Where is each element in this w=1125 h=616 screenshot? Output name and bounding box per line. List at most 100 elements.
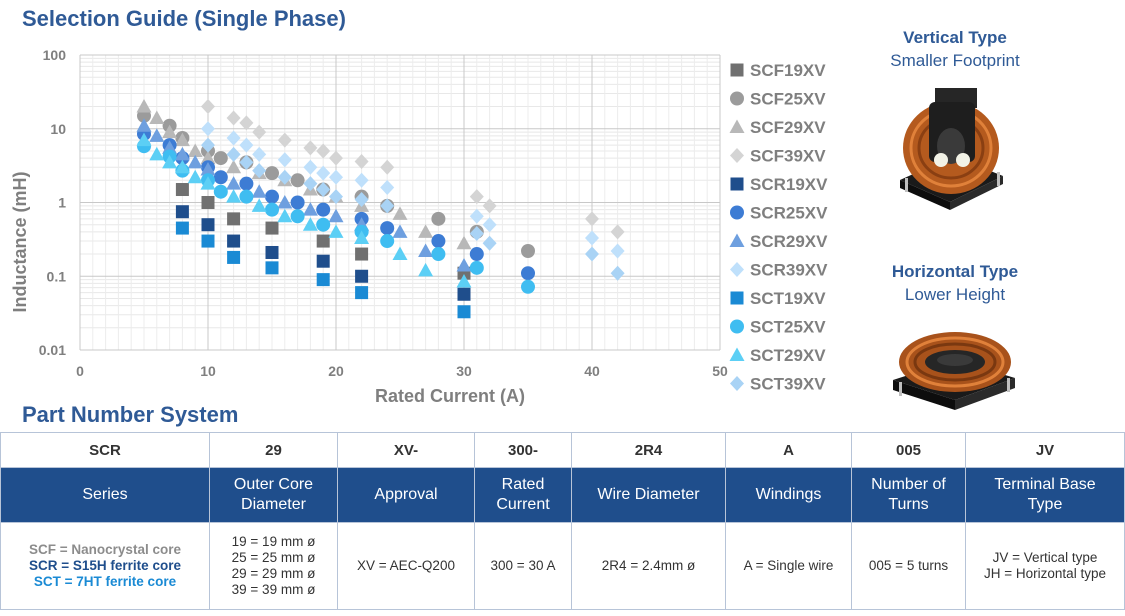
terminal-line: JH = Horizontal type xyxy=(984,566,1106,581)
legend-label: SCR39XV xyxy=(750,261,828,280)
approval-description: XV = AEC-Q200 xyxy=(337,522,475,610)
legend-label: SCR25XV xyxy=(750,204,828,223)
horizontal-inductor-image xyxy=(893,332,1015,410)
chart-legend: SCF19XVSCF25XVSCF29XVSCF39XVSCR19XVSCR25… xyxy=(729,61,828,394)
data-point xyxy=(239,176,254,191)
x-tick-label: 0 xyxy=(76,363,84,379)
code-cell: 29 xyxy=(209,432,338,468)
data-point xyxy=(302,217,318,231)
data-point xyxy=(265,202,279,217)
data-point xyxy=(418,243,434,257)
data-point xyxy=(469,260,484,275)
legend-marker xyxy=(730,91,744,106)
data-point xyxy=(187,154,203,169)
data-point xyxy=(200,176,216,190)
data-point xyxy=(482,198,497,214)
data-point xyxy=(354,153,369,169)
legend-marker xyxy=(730,205,744,220)
series-description: SCF = Nanocrystal core SCR = S15H ferrit… xyxy=(0,522,210,610)
data-point xyxy=(213,151,228,166)
legend-marker xyxy=(730,63,744,77)
data-point xyxy=(290,173,305,188)
data-point xyxy=(469,189,484,205)
data-point xyxy=(456,273,472,288)
data-point xyxy=(239,137,254,153)
data-point xyxy=(585,230,599,246)
header-text: Terminal Base xyxy=(994,476,1096,493)
data-point xyxy=(290,195,305,210)
legend-item: SCT25XV xyxy=(730,318,826,337)
series-scr: SCR = S15H ferrite core xyxy=(29,558,181,573)
data-point xyxy=(316,143,331,159)
data-point xyxy=(162,124,178,139)
data-point xyxy=(226,189,242,203)
y-tick-label: 0.1 xyxy=(47,268,67,284)
legend-label: SCF29XV xyxy=(750,118,826,137)
data-point xyxy=(277,208,293,223)
legend-label: SCT39XV xyxy=(750,375,826,394)
legend-label: SCT19XV xyxy=(750,289,826,308)
data-point xyxy=(380,198,395,214)
data-point xyxy=(277,195,293,209)
legend-label: SCF19XV xyxy=(750,61,826,80)
header-text: Number of xyxy=(871,476,946,493)
data-point xyxy=(239,115,254,131)
legend-label: SCR19XV xyxy=(750,175,828,194)
series-sct39xv xyxy=(201,137,625,281)
data-point xyxy=(329,189,343,205)
header-cell: Windings xyxy=(725,467,852,523)
legend-marker xyxy=(730,148,744,163)
data-point xyxy=(277,132,292,148)
data-point xyxy=(392,246,408,261)
header-text: Windings xyxy=(755,486,822,503)
data-point xyxy=(329,150,343,166)
legend-marker xyxy=(730,319,744,334)
data-point xyxy=(585,246,599,262)
header-text: Diameter xyxy=(241,496,306,513)
x-tick-label: 10 xyxy=(200,363,216,379)
data-point xyxy=(162,154,178,169)
data-point xyxy=(521,243,535,258)
series-scr39xv xyxy=(201,121,625,259)
header-cell: Approval xyxy=(337,467,475,523)
data-point xyxy=(201,234,215,248)
wire-diameter-description: 2R4 = 2.4mm ø xyxy=(571,522,726,610)
data-point xyxy=(418,224,434,238)
code-cell: 2R4 xyxy=(571,432,726,468)
data-point xyxy=(355,269,369,283)
data-point xyxy=(328,224,344,238)
data-point xyxy=(482,217,497,233)
y-tick-label: 10 xyxy=(50,121,66,137)
legend-marker xyxy=(729,347,745,361)
data-point xyxy=(456,257,472,272)
data-point xyxy=(380,234,395,249)
data-point xyxy=(136,118,152,132)
data-point xyxy=(316,254,330,268)
data-point xyxy=(277,152,292,168)
legend-item: SCF29XV xyxy=(729,118,826,137)
legend-item: SCR19XV xyxy=(730,175,828,194)
data-point xyxy=(392,206,408,220)
series-scf: SCF = Nanocrystal core xyxy=(29,542,181,557)
header-text: Approval xyxy=(374,486,438,503)
data-point xyxy=(149,146,165,161)
legend-label: SCT29XV xyxy=(750,346,826,365)
horizontal-type-title: Horizontal Type xyxy=(891,262,1019,281)
data-point xyxy=(175,205,189,219)
series-scf19xv xyxy=(175,183,471,280)
data-point xyxy=(213,184,228,199)
data-point xyxy=(201,196,215,209)
data-point xyxy=(200,162,216,176)
data-point xyxy=(457,305,471,319)
data-point xyxy=(469,208,484,224)
data-point xyxy=(265,189,279,204)
code-cell: A xyxy=(725,432,852,468)
data-point xyxy=(431,234,446,249)
chart-points xyxy=(136,99,625,319)
windings-description: A = Single wire xyxy=(725,522,852,610)
data-point xyxy=(585,211,599,227)
